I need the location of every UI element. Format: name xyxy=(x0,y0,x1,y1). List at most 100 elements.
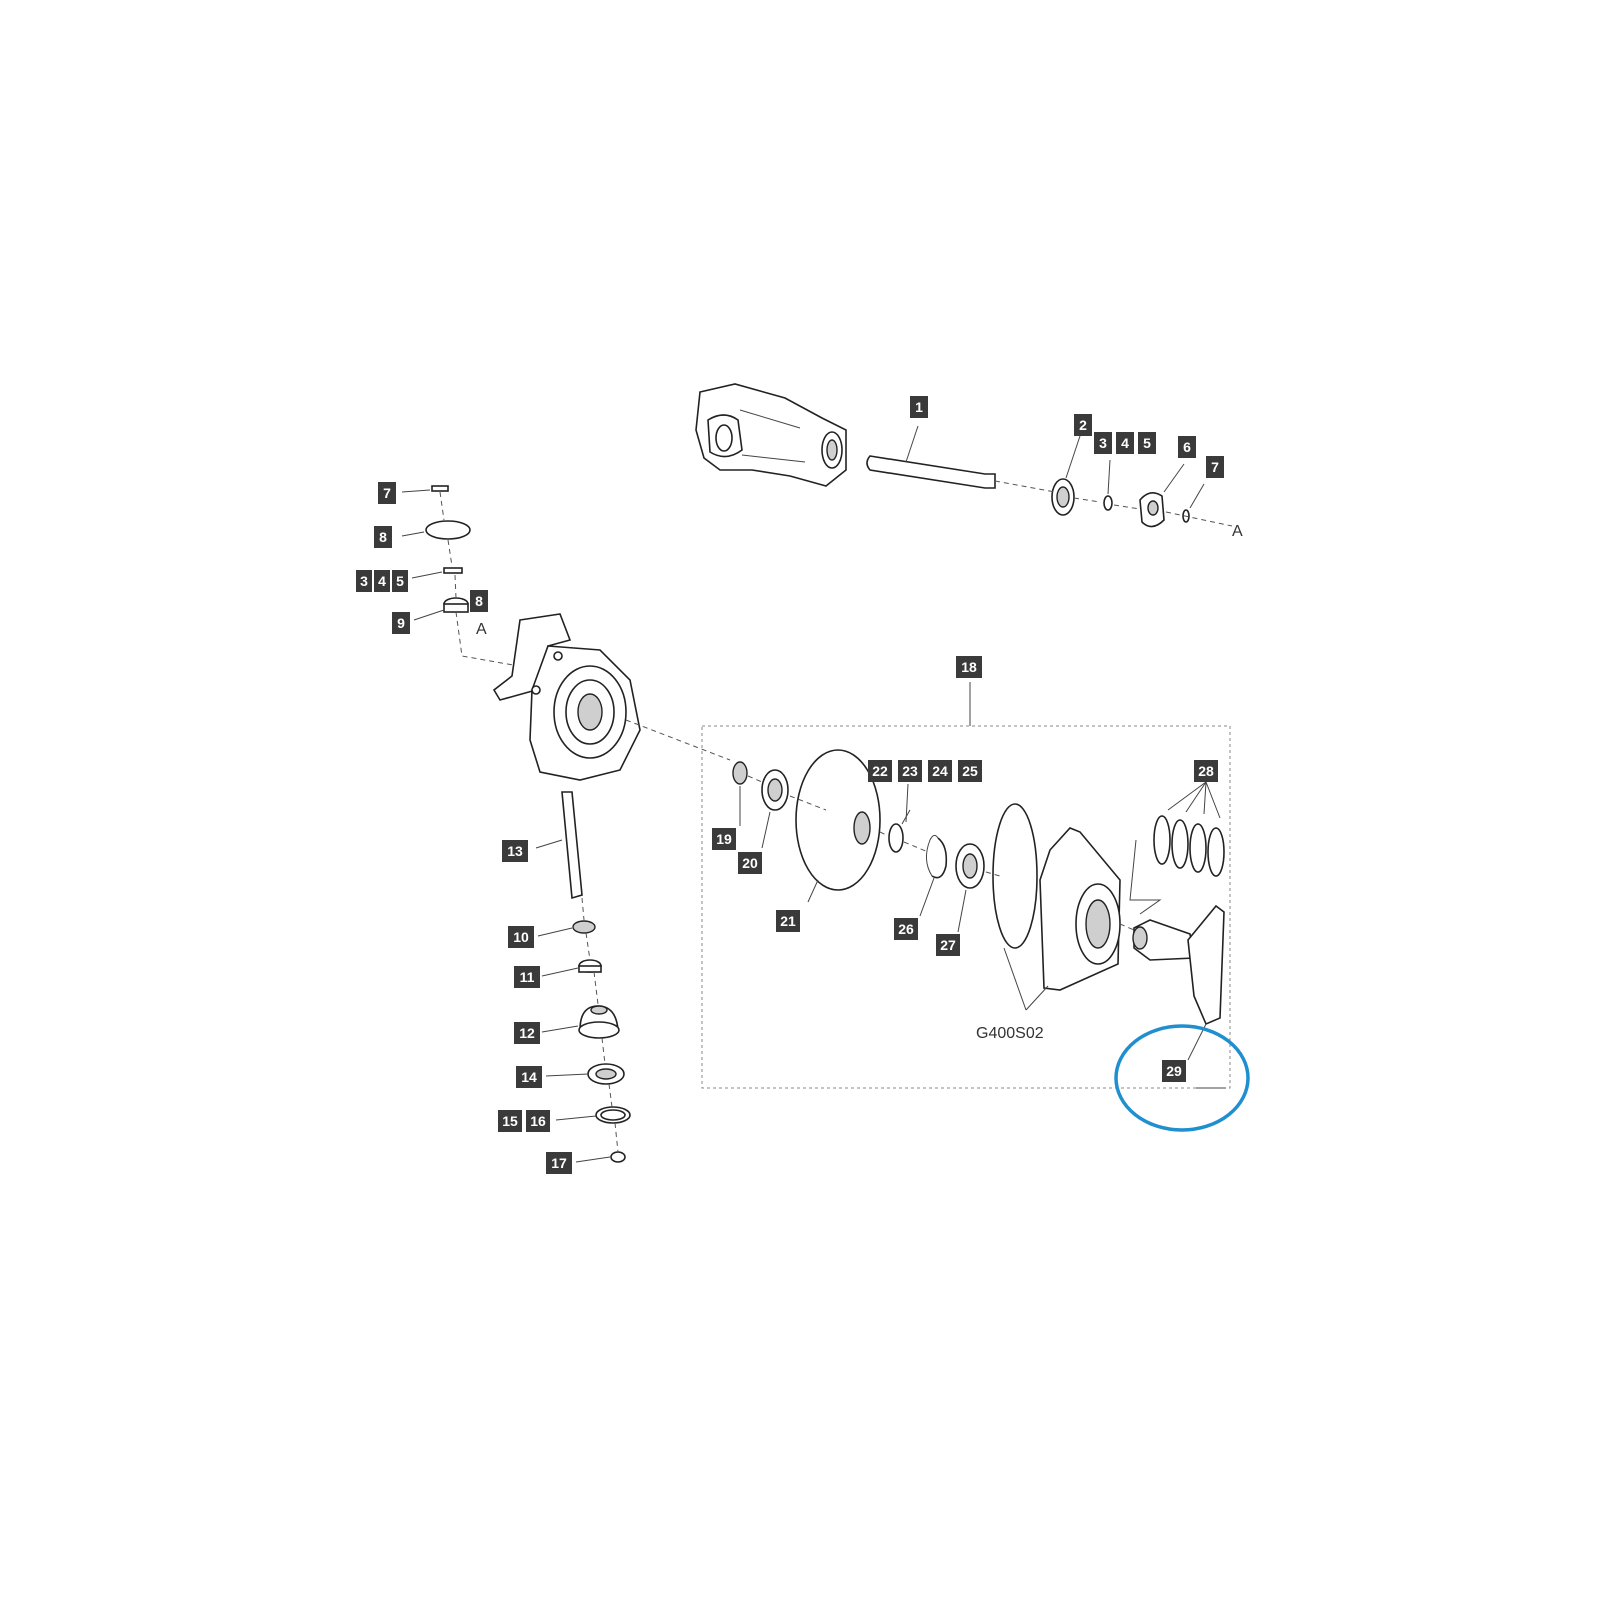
svg-text:18: 18 xyxy=(961,659,977,675)
axis-line-top xyxy=(994,480,1233,527)
svg-text:12: 12 xyxy=(519,1025,535,1041)
callout-12: 12 xyxy=(514,1022,540,1044)
svg-text:1: 1 xyxy=(915,399,923,415)
callout-21: 21 xyxy=(776,910,800,932)
callout-28-fan xyxy=(1167,781,1221,819)
svg-text:7: 7 xyxy=(1211,459,1219,475)
callout-22: 22 xyxy=(868,760,892,782)
callout-9: 9 xyxy=(392,612,410,634)
svg-text:26: 26 xyxy=(898,921,914,937)
cap-6 xyxy=(1139,492,1165,528)
callout-24: 24 xyxy=(928,760,952,782)
svg-text:25: 25 xyxy=(962,763,978,779)
svg-text:17: 17 xyxy=(551,1155,567,1171)
callout-26: 26 xyxy=(894,918,918,940)
callout-11: 11 xyxy=(514,966,540,988)
callout-6: 6 xyxy=(1178,436,1196,458)
ring-3-4-5-left xyxy=(443,567,463,574)
washer-10 xyxy=(572,920,596,934)
kit-18-group-box xyxy=(701,725,1231,1089)
clip-7-left xyxy=(431,485,449,492)
axle-housing xyxy=(695,383,847,487)
callout-23: 23 xyxy=(898,760,922,782)
callout-10: 10 xyxy=(508,926,534,948)
svg-text:7: 7 xyxy=(383,485,391,501)
svg-text:6: 6 xyxy=(1183,439,1191,455)
ring-22-25 xyxy=(888,823,904,853)
svg-text:9: 9 xyxy=(397,615,405,631)
callout-14: 14 xyxy=(516,1066,542,1088)
callout-27: 27 xyxy=(936,934,960,956)
point-label-a-top: A xyxy=(1232,523,1243,540)
svg-text:2: 2 xyxy=(1079,417,1087,433)
svg-text:4: 4 xyxy=(378,573,386,589)
bearing-20 xyxy=(761,769,789,811)
svg-text:14: 14 xyxy=(521,1069,537,1085)
callout-3-left: 3 xyxy=(356,570,372,592)
gear-case xyxy=(492,613,641,781)
ring-3-4-5 xyxy=(1103,495,1113,511)
callout-29: 29 xyxy=(1162,1060,1186,1082)
svg-text:21: 21 xyxy=(780,913,796,929)
callout-8-left: 8 xyxy=(374,526,392,548)
callout-20: 20 xyxy=(738,852,762,874)
callout-1: 1 xyxy=(910,396,928,418)
svg-text:5: 5 xyxy=(396,573,404,589)
ring-15-16 xyxy=(595,1106,631,1124)
hub-12 xyxy=(578,1005,620,1039)
svg-text:8: 8 xyxy=(475,593,483,609)
shaft-1 xyxy=(866,455,996,489)
callout-4: 4 xyxy=(1116,432,1134,454)
axis-line-case-to-kit xyxy=(625,719,731,761)
axis-line-bottom-vertical xyxy=(581,897,619,1153)
nut-19 xyxy=(732,761,748,785)
point-label-a-left: A xyxy=(476,621,487,638)
svg-text:10: 10 xyxy=(513,929,529,945)
svg-text:11: 11 xyxy=(520,969,535,985)
svg-text:24: 24 xyxy=(932,763,948,779)
callout-19: 19 xyxy=(712,828,736,850)
shims-28 xyxy=(1129,815,1225,915)
svg-text:29: 29 xyxy=(1166,1063,1182,1079)
callout-3: 3 xyxy=(1094,432,1112,454)
callout-2: 2 xyxy=(1074,414,1092,436)
svg-text:3: 3 xyxy=(1099,435,1107,451)
callout-16: 16 xyxy=(526,1110,550,1132)
disc-21 xyxy=(795,749,881,891)
svg-text:22: 22 xyxy=(872,763,888,779)
o-ring-large xyxy=(992,803,1038,949)
svg-text:4: 4 xyxy=(1121,435,1129,451)
callout-7-left: 7 xyxy=(378,482,396,504)
svg-text:15: 15 xyxy=(502,1113,518,1129)
seal-14 xyxy=(587,1063,625,1085)
callout-15: 15 xyxy=(498,1110,522,1132)
flange-housing xyxy=(1039,827,1121,991)
svg-text:23: 23 xyxy=(902,763,918,779)
callout-5: 5 xyxy=(1138,432,1156,454)
circlip-26 xyxy=(926,834,948,879)
shaft-13 xyxy=(561,791,583,900)
callout-25: 25 xyxy=(958,760,982,782)
svg-text:16: 16 xyxy=(530,1113,546,1129)
callout-5-left: 5 xyxy=(392,570,408,592)
callout-18: 18 xyxy=(956,656,982,678)
cap-8-left xyxy=(425,520,471,540)
svg-text:8: 8 xyxy=(379,529,387,545)
svg-text:13: 13 xyxy=(507,843,523,859)
svg-text:3: 3 xyxy=(360,573,368,589)
nut-17 xyxy=(610,1151,626,1163)
bushing-9 xyxy=(443,597,469,613)
callout-28: 28 xyxy=(1194,760,1218,782)
callout-17: 17 xyxy=(546,1152,572,1174)
callout-18-arrow xyxy=(905,783,909,823)
svg-text:27: 27 xyxy=(940,937,956,953)
svg-text:20: 20 xyxy=(742,855,758,871)
bearing-11 xyxy=(578,959,602,973)
svg-text:19: 19 xyxy=(716,831,732,847)
callout-4-left: 4 xyxy=(374,570,390,592)
callout-8-lower: 8 xyxy=(470,590,488,612)
bearing-27 xyxy=(955,843,985,889)
svg-text:28: 28 xyxy=(1198,763,1214,779)
seal-2 xyxy=(1051,478,1075,516)
